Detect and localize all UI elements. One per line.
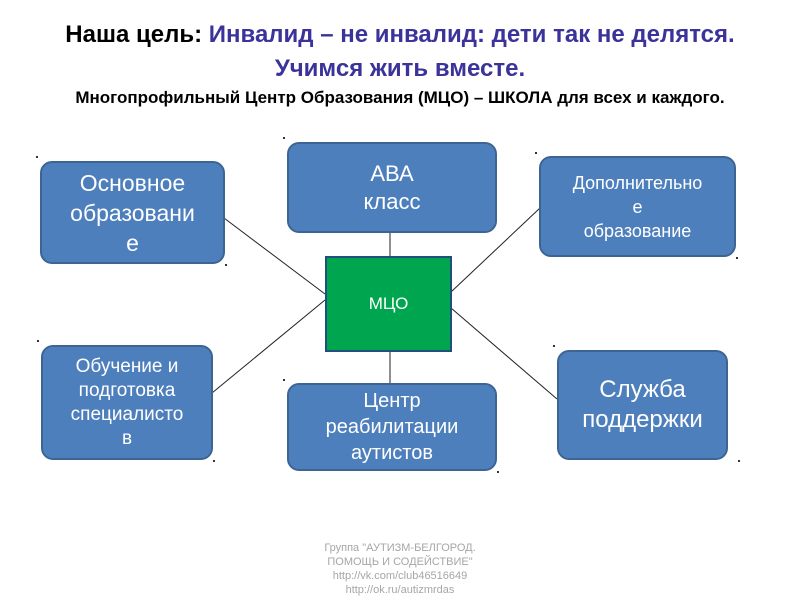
footer-credits: Группа "АУТИЗМ-БЕЛГОРОД. ПОМОЩЬ И СОДЕЙС…	[324, 542, 476, 596]
node-main-education-label: Основное образовани е	[70, 169, 195, 256]
node-support-service-label: Служба поддержки	[582, 376, 703, 433]
node-specialist-training-label: Обучение и подготовка специалисто в	[70, 355, 184, 449]
node-aba-class-label: АВА класс	[363, 160, 421, 214]
corner-dot	[283, 379, 285, 381]
node-center-mco-label: МЦО	[368, 294, 409, 313]
connector-main-education	[223, 217, 326, 295]
node-main-education: Основное образовани е	[40, 161, 225, 264]
corner-dot	[738, 460, 740, 462]
slide-title: Наша цель: Инвалид – не инвалид: дети та…	[40, 18, 760, 86]
slide-subtitle: Многопрофильный Центр Образования (МЦО) …	[75, 88, 725, 107]
connector-support-service	[450, 307, 558, 400]
corner-dot	[497, 471, 499, 473]
corner-dot	[553, 345, 555, 347]
corner-dot	[225, 264, 227, 266]
corner-dot	[213, 460, 215, 462]
connector-specialist-training	[211, 299, 326, 394]
title-prefix: Наша цель:	[65, 21, 209, 48]
node-center-mco: МЦО	[325, 256, 452, 352]
node-specialist-training: Обучение и подготовка специалисто в	[41, 345, 213, 460]
corner-dot	[535, 152, 537, 154]
node-extra-education-label: Дополнительно е образование	[572, 172, 703, 241]
corner-dot	[283, 137, 285, 139]
corner-dot	[36, 156, 38, 158]
node-aba-class: АВА класс	[287, 142, 497, 233]
connector-extra-education	[450, 207, 541, 293]
title-highlight: Инвалид – не инвалид: дети так не делятс…	[208, 21, 735, 82]
node-extra-education: Дополнительно е образование	[539, 156, 736, 257]
node-support-service: Служба поддержки	[557, 350, 728, 460]
node-rehab-center: Центр реабилитации аутистов	[287, 383, 497, 471]
corner-dot	[37, 340, 39, 342]
corner-dot	[736, 257, 738, 259]
node-rehab-center-label: Центр реабилитации аутистов	[325, 390, 459, 464]
